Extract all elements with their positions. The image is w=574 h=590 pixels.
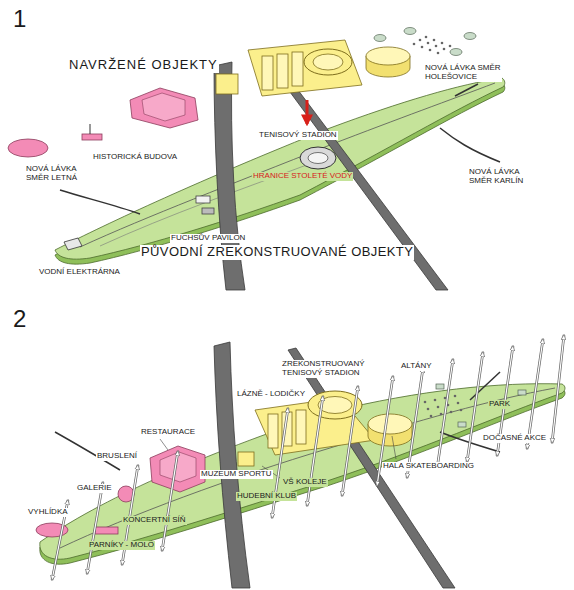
pavilion-roof bbox=[404, 28, 416, 35]
proposed-hall bbox=[366, 47, 410, 65]
arrow-outline bbox=[527, 339, 543, 449]
arrow-outline bbox=[122, 465, 138, 565]
map-label: NOVÁ LÁVKA SMĚR LETNÁ bbox=[25, 165, 85, 183]
dot-grid bbox=[413, 36, 452, 55]
arrow-outline bbox=[437, 359, 453, 469]
historic-building bbox=[196, 196, 210, 203]
skate-hall bbox=[368, 414, 412, 434]
proposed-block bbox=[262, 56, 273, 90]
double-arrow bbox=[162, 451, 178, 551]
pink-pavilion bbox=[8, 139, 48, 157]
island-path bbox=[80, 83, 495, 247]
map-label: HUDEBNÍ KLUB bbox=[236, 492, 297, 501]
footbridge bbox=[60, 190, 140, 214]
double-arrow bbox=[552, 335, 564, 443]
map-label: HISTORICKÁ BUDOVA bbox=[92, 153, 178, 162]
double-arrows bbox=[52, 335, 564, 580]
pavilion-roof bbox=[374, 35, 386, 42]
section-heading: NAVRŽENÉ OBJEKTY bbox=[68, 58, 219, 73]
pink-pier bbox=[82, 134, 102, 140]
map-label: ZREKONSTRUOVANÝ TENISOVÝ STADION bbox=[281, 360, 369, 378]
map-label: GALERIE bbox=[76, 484, 113, 493]
power-plant bbox=[64, 238, 82, 250]
leader-line bbox=[392, 436, 396, 459]
gazebo bbox=[458, 422, 466, 427]
double-arrow bbox=[467, 352, 483, 462]
arrow-outline bbox=[87, 482, 103, 574]
proposed-building bbox=[216, 74, 238, 94]
map-label: LÁZNĚ - LODIČKY bbox=[236, 390, 306, 399]
proposed-stadium bbox=[304, 49, 352, 75]
pavilion bbox=[202, 208, 214, 214]
pier-post bbox=[90, 124, 91, 134]
leader-line bbox=[160, 439, 168, 450]
footbridge bbox=[440, 128, 500, 162]
map-label: VŠ KOLEJE bbox=[282, 478, 328, 487]
bridge bbox=[290, 90, 448, 290]
double-arrow bbox=[87, 482, 103, 574]
panel-one bbox=[8, 28, 505, 291]
map-label: ALTÁNY bbox=[400, 362, 433, 371]
arrow-outline bbox=[272, 408, 288, 518]
pavilion-roof bbox=[464, 33, 476, 40]
footbridge bbox=[470, 372, 500, 400]
panel-number: 1 bbox=[12, 6, 27, 33]
map-label: BRUSLENÍ bbox=[96, 452, 138, 461]
historic-building-block bbox=[130, 88, 198, 128]
red-arrow bbox=[306, 100, 309, 124]
island-path bbox=[60, 388, 555, 548]
map-label: NOVÁ LÁVKA SMĚR HOLEŠOVICE bbox=[424, 64, 502, 82]
panel-two bbox=[36, 335, 565, 588]
arrow-outline bbox=[552, 335, 564, 443]
proposed-block bbox=[296, 410, 306, 444]
flood-line-label: HRANICE STOLETÉ VODY bbox=[252, 172, 353, 181]
double-arrow bbox=[122, 465, 138, 565]
steamboat-pier bbox=[95, 527, 118, 534]
arrow-outline bbox=[307, 396, 323, 506]
map-label: DOČASNÉ AKCE bbox=[482, 434, 547, 443]
double-arrow bbox=[527, 339, 543, 449]
map-label: VYHLÍDKA bbox=[27, 508, 69, 517]
map-label: RESTAURACE bbox=[140, 428, 196, 437]
tennis-stadium bbox=[300, 147, 336, 169]
map-label: MUZEUM SPORTU bbox=[200, 470, 273, 479]
footbridge bbox=[55, 432, 120, 470]
island bbox=[55, 78, 505, 259]
gazebo bbox=[518, 390, 526, 395]
proposed-block bbox=[268, 414, 278, 448]
island bbox=[40, 384, 565, 560]
footbridge bbox=[455, 84, 478, 96]
map-label: KONCERTNÍ SÍŇ bbox=[122, 516, 187, 525]
proposed-stadium bbox=[313, 54, 343, 70]
arrow-outline bbox=[467, 352, 483, 462]
double-arrow bbox=[342, 386, 358, 496]
map-label: VODNÍ ELEKTRÁRNA bbox=[38, 268, 121, 277]
proposed-block bbox=[277, 54, 288, 88]
map-label: PARK bbox=[488, 400, 511, 409]
section-heading: PŮVODNÍ ZREKONSTRUOVANÉ OBJEKTY bbox=[140, 245, 414, 260]
map-label: HALA SKATEBOARDING bbox=[382, 462, 475, 471]
double-arrow bbox=[437, 359, 453, 469]
double-arrow bbox=[307, 396, 323, 506]
panel-number: 2 bbox=[12, 306, 27, 333]
gazebo bbox=[436, 384, 444, 389]
historic-building-roof bbox=[142, 93, 185, 121]
music-club bbox=[238, 452, 254, 466]
proposed-complex bbox=[248, 40, 362, 96]
map-label: FUCHSŮV PAVILON bbox=[170, 234, 246, 243]
tennis-court bbox=[308, 153, 328, 164]
arrow-outline bbox=[342, 386, 358, 496]
map-label: NOVÁ LÁVKA SMĚR KARLÍN bbox=[468, 168, 532, 186]
map-label: TENISOVÝ STADION bbox=[258, 131, 338, 140]
dot-grid bbox=[424, 395, 463, 418]
proposed-block bbox=[292, 52, 303, 86]
arrow-outline bbox=[162, 451, 178, 551]
double-arrow bbox=[272, 408, 288, 518]
map-label: PARNÍKY - MOLO bbox=[88, 541, 155, 550]
pavilion-roof bbox=[450, 49, 462, 56]
